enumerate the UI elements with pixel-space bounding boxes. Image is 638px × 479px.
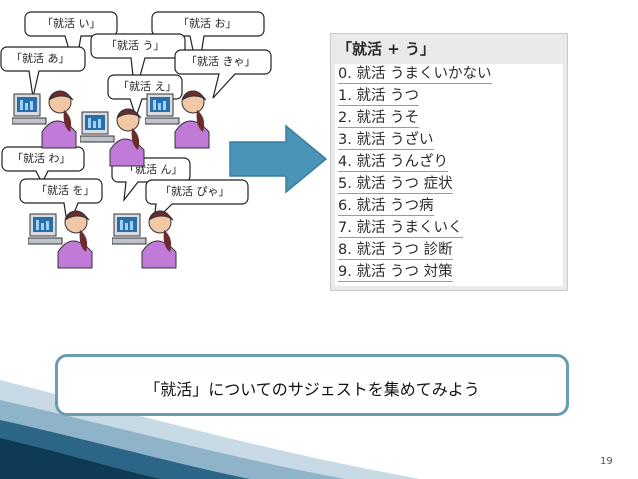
bubble-text-i: 「就活 い」 [42, 17, 101, 30]
suggestion-item[interactable]: 1. 就活 うつ [338, 88, 420, 106]
right-arrow-icon [229, 124, 328, 194]
suggestion-list: 0. 就活 うまくいかない 1. 就活 うつ 2. 就活 うそ 3. 就活 うざ… [335, 64, 563, 286]
suggestion-item[interactable]: 9. 就活 うつ 対策 [338, 264, 453, 282]
suggestion-item[interactable]: 0. 就活 うまくいかない [338, 66, 492, 84]
bubble-text-a: 「就活 あ」 [11, 52, 70, 65]
suggestion-panel-header: 「就活 + う」 [337, 40, 436, 58]
person-at-computer-icon [12, 90, 77, 149]
person-at-computer-icon [80, 108, 145, 167]
bubble-text-pya: 「就活 ぴゃ」 [160, 185, 230, 198]
bubble-text-e: 「就活 え」 [118, 80, 177, 93]
bubble-text-wa: 「就活 わ」 [12, 152, 71, 165]
decorative-swoosh [0, 380, 420, 479]
suggestion-item[interactable]: 4. 就活 うんざり [338, 154, 449, 172]
person-at-computer-icon [28, 210, 93, 269]
callout-text: 「就活」についてのサジェストを集めてみよう [144, 380, 480, 399]
suggestion-panel: 「就活 + う」 0. 就活 うまくいかない 1. 就活 うつ 2. 就活 うそ… [330, 33, 568, 291]
bubble-text-u: 「就活 う」 [106, 39, 165, 52]
suggestion-item[interactable]: 5. 就活 うつ 症状 [338, 176, 453, 194]
suggestion-item[interactable]: 2. 就活 うそ [338, 110, 420, 128]
page-number: 19 [600, 456, 613, 467]
suggestion-item[interactable]: 7. 就活 うまくいく [338, 220, 463, 238]
suggestion-item[interactable]: 8. 就活 うつ 診断 [338, 242, 453, 260]
bubble-text-wo: 「就活 を」 [36, 184, 95, 197]
person-at-computer-icon [145, 90, 210, 149]
bubble-text-kya: 「就活 きゃ」 [186, 55, 256, 68]
person-at-computer-icon [112, 210, 177, 269]
callout-box: 「就活」についてのサジェストを集めてみよう [55, 354, 569, 416]
suggestion-item[interactable]: 6. 就活 うつ病 [338, 198, 434, 216]
suggestion-item[interactable]: 3. 就活 うざい [338, 132, 434, 150]
bubble-text-o: 「就活 お」 [178, 17, 237, 30]
